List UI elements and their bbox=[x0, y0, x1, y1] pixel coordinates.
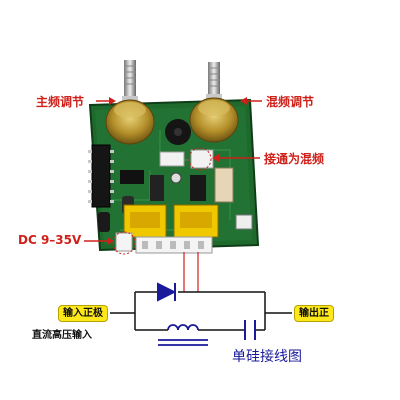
terminal-output-positive: 输出正 bbox=[294, 305, 334, 322]
annotation-arrows bbox=[84, 97, 262, 245]
label-connect-mix: 接通为混频 bbox=[264, 152, 325, 166]
label-dc-range: DC 9–35V bbox=[18, 233, 82, 247]
input-description: 直流高压输入 bbox=[32, 330, 92, 341]
transformers bbox=[123, 204, 219, 238]
wiring-diagram bbox=[110, 291, 292, 331]
capacitor-symbol bbox=[244, 320, 256, 340]
diagram-title: 单硅接线图 bbox=[232, 349, 302, 365]
terminal-input-positive: 输入正极 bbox=[58, 305, 108, 322]
potentiometer-mix bbox=[189, 62, 239, 143]
diode-symbol bbox=[157, 282, 177, 302]
potentiometer-main bbox=[105, 60, 155, 145]
inductor-symbol bbox=[158, 324, 208, 346]
ic-chip bbox=[88, 144, 114, 208]
label-mix-freq: 混频调节 bbox=[266, 95, 315, 109]
label-main-freq: 主频调节 bbox=[36, 95, 85, 109]
